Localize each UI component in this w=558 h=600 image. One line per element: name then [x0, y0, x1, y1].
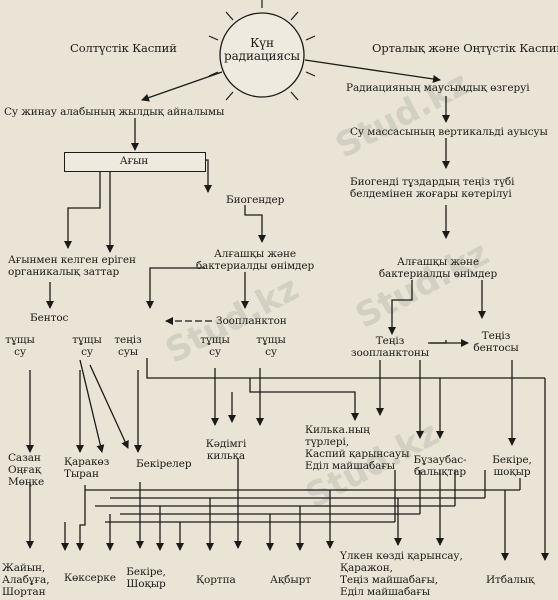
dissolved-organics-label: Ағынмен келген еріген органикалық заттар	[8, 254, 136, 278]
vertical-mixing-label: Су массасының вертикальді ауысуы	[350, 126, 548, 138]
benthos-left-label: Бентос	[30, 312, 69, 324]
arrow-biogens-to-primary	[244, 205, 266, 243]
sun-circle	[219, 12, 305, 98]
arrow-flow-to-organics	[64, 172, 101, 249]
bream-label: Қортпа	[196, 574, 236, 586]
south-caspian-title: Орталық және Оңтүстік Каспий	[372, 41, 558, 55]
north-caspian-title: Солтүстік Каспий	[70, 41, 177, 55]
sturgeons-label: Бекірелер	[136, 458, 192, 470]
biogens-label: Биогендер	[226, 194, 285, 206]
sturgeon-shokyr-right-label: Бекіре,шоқыр	[492, 454, 532, 478]
catfish-perch-pike-label: Жайын,Алабұға,Шортан	[2, 562, 50, 598]
water-cycle-label: Су жинау алабының жылдық айналымы	[4, 106, 225, 118]
seasonal-radiation-label: Радиацияның маусымдық өзгеруі	[346, 82, 530, 94]
arrow-sun-to-seasonal	[304, 59, 441, 83]
sun-label: Күн радиациясы	[224, 36, 300, 63]
arrow-primary-to-benthos	[146, 267, 205, 309]
arrow-primary-right-to-zoo	[388, 280, 413, 335]
zooplankton-label: Зоопланктон	[216, 315, 287, 327]
zander-label: Көксерке	[64, 572, 116, 584]
arrow-sun-to-water-cycle	[141, 71, 223, 102]
biogen-rise-label: Биогенді тұздардың теңіз түбі белдемінен…	[350, 176, 515, 200]
seal-label: Итбалық	[486, 574, 535, 586]
primary-products-left: Алғашқы және бактериалды өнімдер	[195, 248, 315, 272]
gobies-label: Бұзаубас-балықтар	[413, 454, 467, 478]
sturgeon-shokyr-label: Бекіре,Шоқыр	[126, 566, 166, 590]
flow-box	[64, 152, 206, 172]
primary-products-right: Алғашқы және бактериалды өнімдер	[378, 256, 498, 280]
herrings-label: Үлкен көзді қарынсау,Қаражон,Теңіз майша…	[340, 550, 463, 598]
akbyrt-label: Ақбырт	[270, 574, 311, 586]
sun-rays	[208, 0, 316, 101]
flow-label: Ағын	[119, 155, 149, 167]
